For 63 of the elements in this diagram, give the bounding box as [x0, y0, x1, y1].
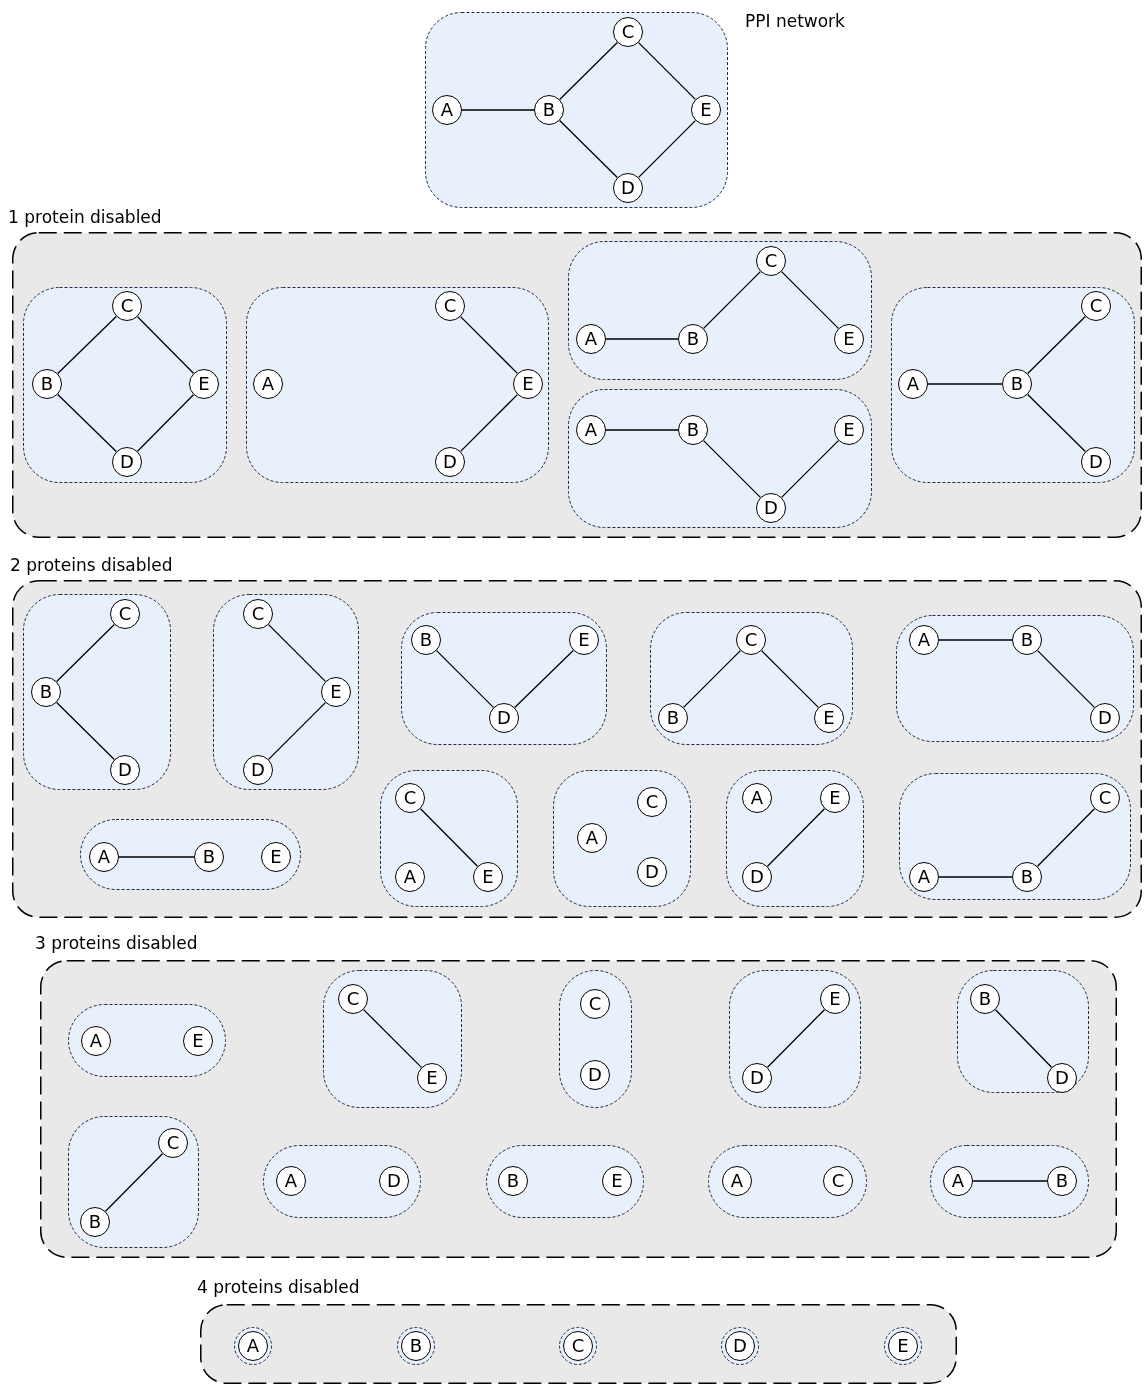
interaction-line: [57, 315, 117, 375]
network-panel: [891, 287, 1135, 483]
interaction-line: [780, 270, 840, 330]
network-panel: [23, 594, 171, 790]
interaction-line: [459, 393, 519, 453]
network-panel: [650, 612, 853, 745]
network-panel: [323, 970, 462, 1108]
group-heading: PPI network: [745, 10, 845, 32]
network-panel: [729, 970, 861, 1108]
network-panel: [568, 389, 872, 528]
interaction-line: [780, 439, 840, 499]
interaction-line: [461, 109, 535, 111]
interaction-line: [57, 393, 117, 453]
interaction-line: [682, 649, 742, 709]
network-panel: [380, 770, 518, 907]
group-heading: 4 proteins disabled: [197, 1276, 360, 1298]
interaction-line: [136, 316, 195, 374]
interaction-line: [362, 1008, 423, 1069]
network-panel: [213, 594, 359, 790]
interaction-line: [56, 701, 115, 761]
network-panel: [246, 287, 549, 483]
interaction-line: [972, 1180, 1048, 1182]
interaction-line: [1036, 649, 1096, 709]
network-panel: [899, 773, 1131, 900]
interaction-line: [1027, 393, 1086, 453]
interaction-line: [56, 623, 115, 683]
network-panel: [568, 241, 872, 380]
group-heading: 3 proteins disabled: [35, 932, 198, 954]
interaction-line: [702, 270, 762, 330]
interaction-line: [760, 649, 820, 709]
interaction-line: [994, 1009, 1053, 1068]
interaction-line: [637, 41, 697, 101]
interaction-line: [559, 41, 618, 101]
network-panel: [23, 287, 227, 483]
network-panel: [896, 615, 1134, 742]
interaction-line: [267, 623, 327, 683]
interaction-line: [419, 808, 479, 867]
interaction-line: [267, 701, 327, 761]
interaction-line: [104, 1153, 164, 1212]
interaction-line: [766, 1009, 826, 1068]
interaction-line: [938, 639, 1013, 641]
interaction-line: [1027, 315, 1086, 375]
interaction-line: [459, 315, 519, 375]
interaction-line: [766, 808, 826, 867]
network-panel: [401, 612, 607, 745]
interaction-line: [559, 119, 618, 179]
interaction-line: [605, 338, 679, 340]
group-heading: 1 protein disabled: [8, 206, 162, 228]
interaction-line: [938, 876, 1013, 878]
network-panel: [68, 1116, 199, 1248]
interaction-line: [605, 429, 679, 431]
interaction-line: [118, 856, 195, 858]
interaction-line: [1036, 808, 1096, 867]
network-panel: [726, 770, 864, 907]
interaction-line: [702, 439, 762, 499]
network-panel: [553, 770, 691, 907]
interaction-line: [136, 394, 195, 452]
network-panel: [957, 970, 1089, 1093]
group-heading: 2 proteins disabled: [10, 554, 173, 576]
interaction-line: [927, 383, 1003, 385]
interaction-line: [435, 649, 495, 709]
interaction-line: [637, 119, 697, 179]
interaction-line: [514, 649, 574, 709]
